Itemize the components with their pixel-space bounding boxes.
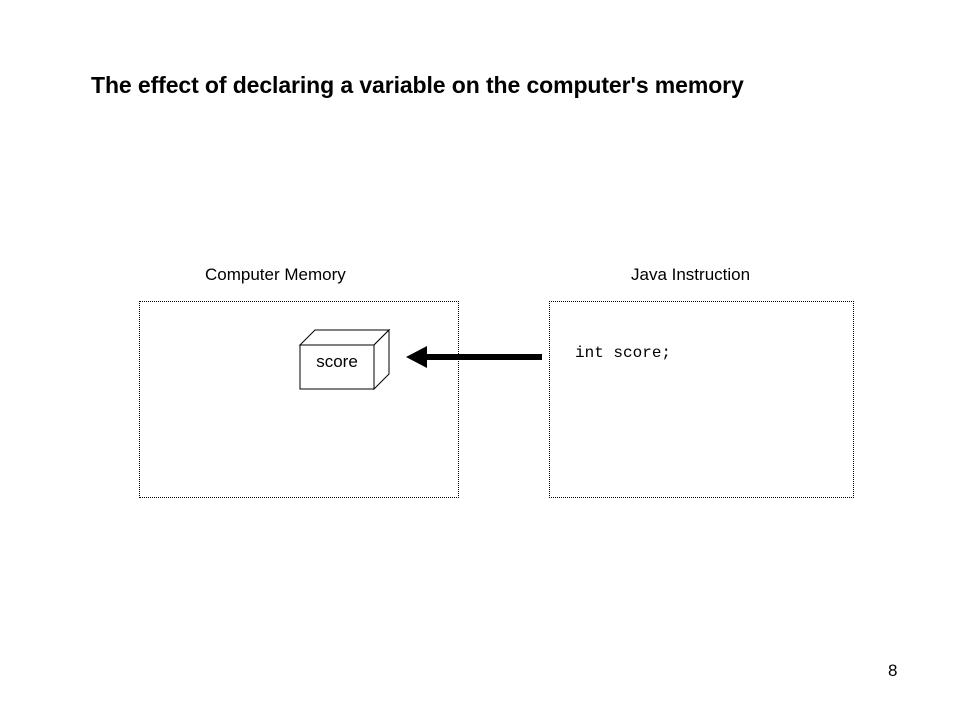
arrow-left-icon — [406, 346, 542, 368]
memory-cell-icon — [298, 328, 391, 391]
java-instruction-panel — [549, 301, 854, 498]
variable-box-label: score — [316, 352, 358, 371]
slide-title: The effect of declaring a variable on th… — [91, 72, 744, 98]
computer-memory-panel — [139, 301, 459, 498]
computer-memory-heading: Computer Memory — [205, 265, 346, 284]
java-instruction-heading: Java Instruction — [631, 265, 751, 284]
page-number: 8 — [888, 661, 898, 680]
java-code-line: int score; — [575, 344, 672, 362]
